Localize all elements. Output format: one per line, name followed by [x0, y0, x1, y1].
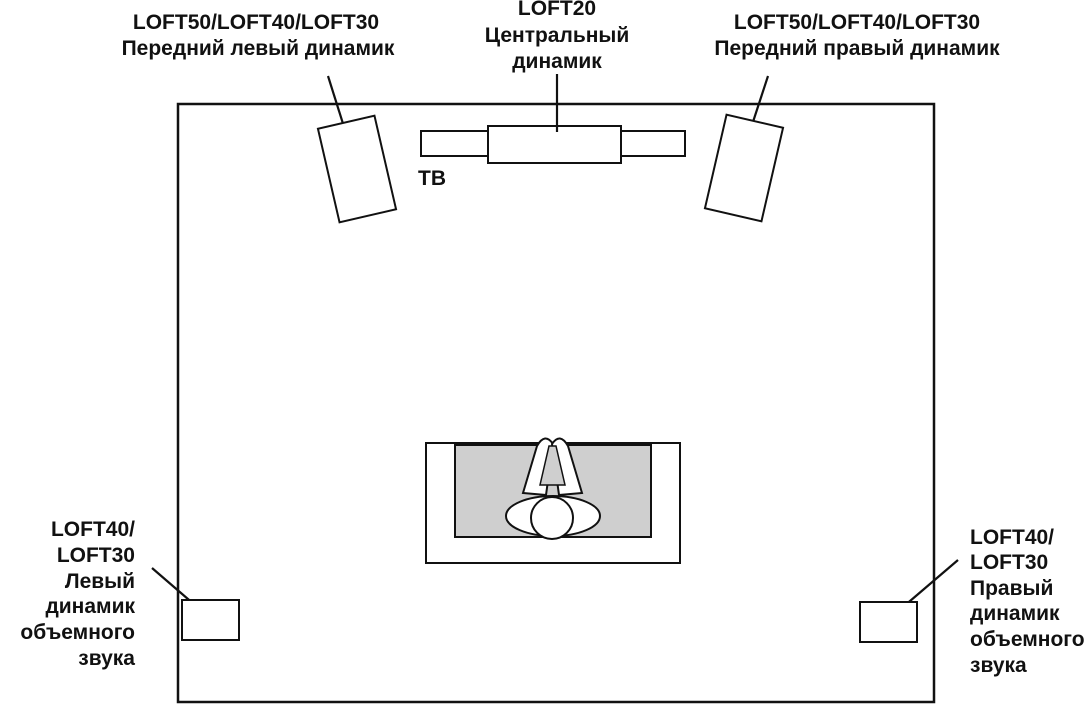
front-right-name-label: Передний правый динамик — [714, 37, 1000, 60]
center-speaker — [487, 125, 622, 164]
center-model-label: LOFT20 — [518, 0, 596, 20]
listener-leg-gap — [539, 445, 566, 486]
front-right-model-label: LOFT50/LOFT40/LOFT30 — [734, 11, 980, 34]
front-left-leader-line — [326, 75, 347, 131]
surround-right-name-line4: звука — [970, 654, 1027, 677]
front-right-leader-line — [749, 75, 770, 129]
surround-left-name-line2: динамик — [45, 595, 135, 618]
tv-right-panel — [619, 130, 686, 157]
front-left-model-label: LOFT50/LOFT40/LOFT30 — [133, 11, 379, 34]
surround-right-name-line1: Правый — [970, 577, 1053, 600]
surround-left-name-line1: Левый — [65, 570, 135, 593]
room-outline — [176, 102, 936, 704]
surround-left-model-label-line1: LOFT40/ — [51, 518, 135, 541]
surround-left-speaker — [181, 599, 240, 641]
surround-right-speaker — [859, 601, 918, 643]
surround-left-name-line3: объемного — [20, 621, 135, 644]
front-right-speaker — [703, 113, 785, 223]
surround-left-model-label-line2: LOFT30 — [57, 544, 135, 567]
front-left-speaker — [316, 114, 398, 224]
surround-right-name-line3: объемного — [970, 628, 1085, 651]
tv-left-panel — [420, 130, 490, 157]
tv-label: ТВ — [418, 167, 446, 190]
surround-left-name-line4: звука — [78, 647, 135, 670]
listener-figure — [505, 437, 601, 540]
center-name-label-line1: Центральный — [485, 24, 630, 47]
listener-head — [530, 496, 574, 540]
center-name-label-line2: динамик — [512, 50, 602, 73]
surround-right-name-line2: динамик — [970, 602, 1060, 625]
surround-right-model-label-line2: LOFT30 — [970, 551, 1048, 574]
surround-right-model-label-line1: LOFT40/ — [970, 526, 1054, 549]
front-left-name-label: Передний левый динамик — [122, 37, 395, 60]
